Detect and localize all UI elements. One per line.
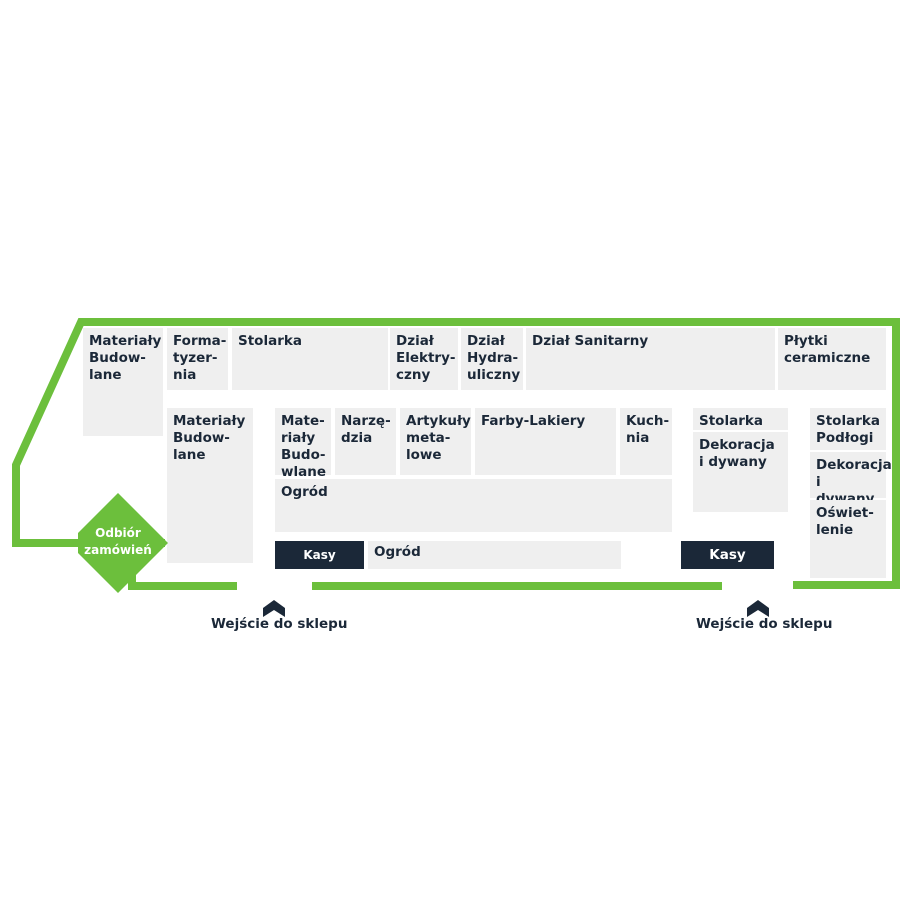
dept-ogrod-bottom: Ogród bbox=[368, 541, 621, 569]
dept-dekoracja-right: Dekoracja i dywany bbox=[810, 452, 892, 507]
entrance-label-right: Wejście do sklepu bbox=[696, 616, 833, 632]
pickup-label-line1: Odbiór bbox=[95, 526, 141, 540]
dept-stolarka-right: Stolarka bbox=[693, 408, 788, 430]
dept-sanitarny: Dział Sanitarny bbox=[526, 328, 775, 390]
dept-materialy-budowlane-small: Mate- riały Budo- wlane bbox=[275, 408, 331, 480]
dept-formatyzernia: Forma- tyzer- nia bbox=[167, 328, 228, 390]
checkout-left: Kasy bbox=[275, 541, 364, 569]
house-arrow-icon bbox=[263, 600, 285, 617]
dept-kuchnia: Kuch- nia bbox=[620, 408, 672, 475]
house-arrow-icon bbox=[747, 600, 769, 617]
dept-materialy-budowlane-mid: Materiały Budow- lane bbox=[167, 408, 253, 563]
wall-segment bbox=[12, 318, 900, 589]
dept-narzedzia: Narzę- dzia bbox=[335, 408, 396, 475]
dept-plytki-ceramiczne: Płytki ceramiczne bbox=[778, 328, 886, 390]
pickup-label-line2: zamówień bbox=[84, 543, 152, 557]
dept-artykuly-metalowe: Artykuły meta- lowe bbox=[400, 408, 471, 475]
dept-farby-lakiery: Farby-Lakiery bbox=[475, 408, 616, 475]
diamond-icon bbox=[78, 493, 168, 593]
dept-elektryczny: Dział Elektry- czny bbox=[390, 328, 458, 390]
dept-stolarka-podlogi: Stolarka Podłogi bbox=[810, 408, 886, 450]
dept-hydrauliczny: Dział Hydra- uliczny bbox=[461, 328, 523, 390]
dept-ogrod-top: Ogród bbox=[275, 479, 672, 532]
entrance-label-left: Wejście do sklepu bbox=[211, 616, 348, 632]
checkout-right: Kasy bbox=[681, 541, 774, 569]
pickup-point: Odbiór zamówień bbox=[78, 493, 178, 593]
dept-dekoracja-mid: Dekoracja i dywany bbox=[693, 432, 788, 512]
dept-oswietlenie: Oświet- lenie bbox=[810, 500, 886, 578]
dept-stolarka-top: Stolarka bbox=[232, 328, 388, 390]
dept-materialy-budowlane-top: Materiały Budow- lane bbox=[83, 328, 163, 436]
